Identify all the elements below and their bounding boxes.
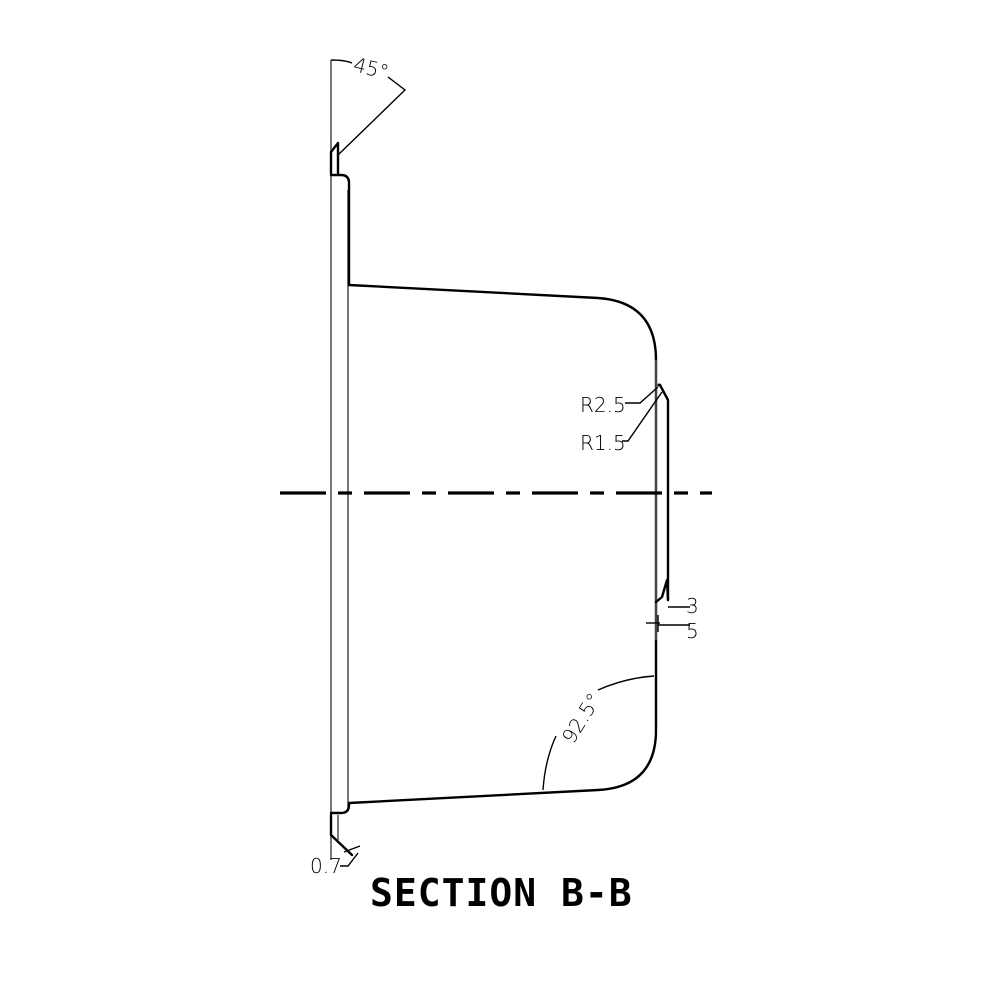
top-chamfer — [329, 141, 340, 175]
bottom-chamfer — [329, 813, 354, 857]
angle-45-annotation: 45° — [330, 52, 407, 156]
angle-45-label: 45° — [351, 52, 391, 84]
flange-plate — [330, 60, 349, 860]
section-title: SECTION B-B — [370, 871, 633, 915]
lip-dimension: 3 5 — [646, 594, 699, 643]
thickness-label: 0.7 — [310, 854, 342, 878]
dim-5-label: 5 — [686, 619, 699, 643]
radius-outer-label: R2.5 — [580, 393, 626, 417]
radius-annotations: R2.5 R1.5 — [580, 383, 663, 455]
dim-3-label: 3 — [686, 594, 699, 618]
right-lip — [654, 360, 670, 640]
radius-inner-label: R1.5 — [580, 431, 626, 455]
angle-92-label: 92.5° — [557, 689, 606, 748]
angle-92-annotation: 92.5° — [542, 675, 655, 791]
thickness-annotation: 0.7 — [310, 845, 361, 878]
